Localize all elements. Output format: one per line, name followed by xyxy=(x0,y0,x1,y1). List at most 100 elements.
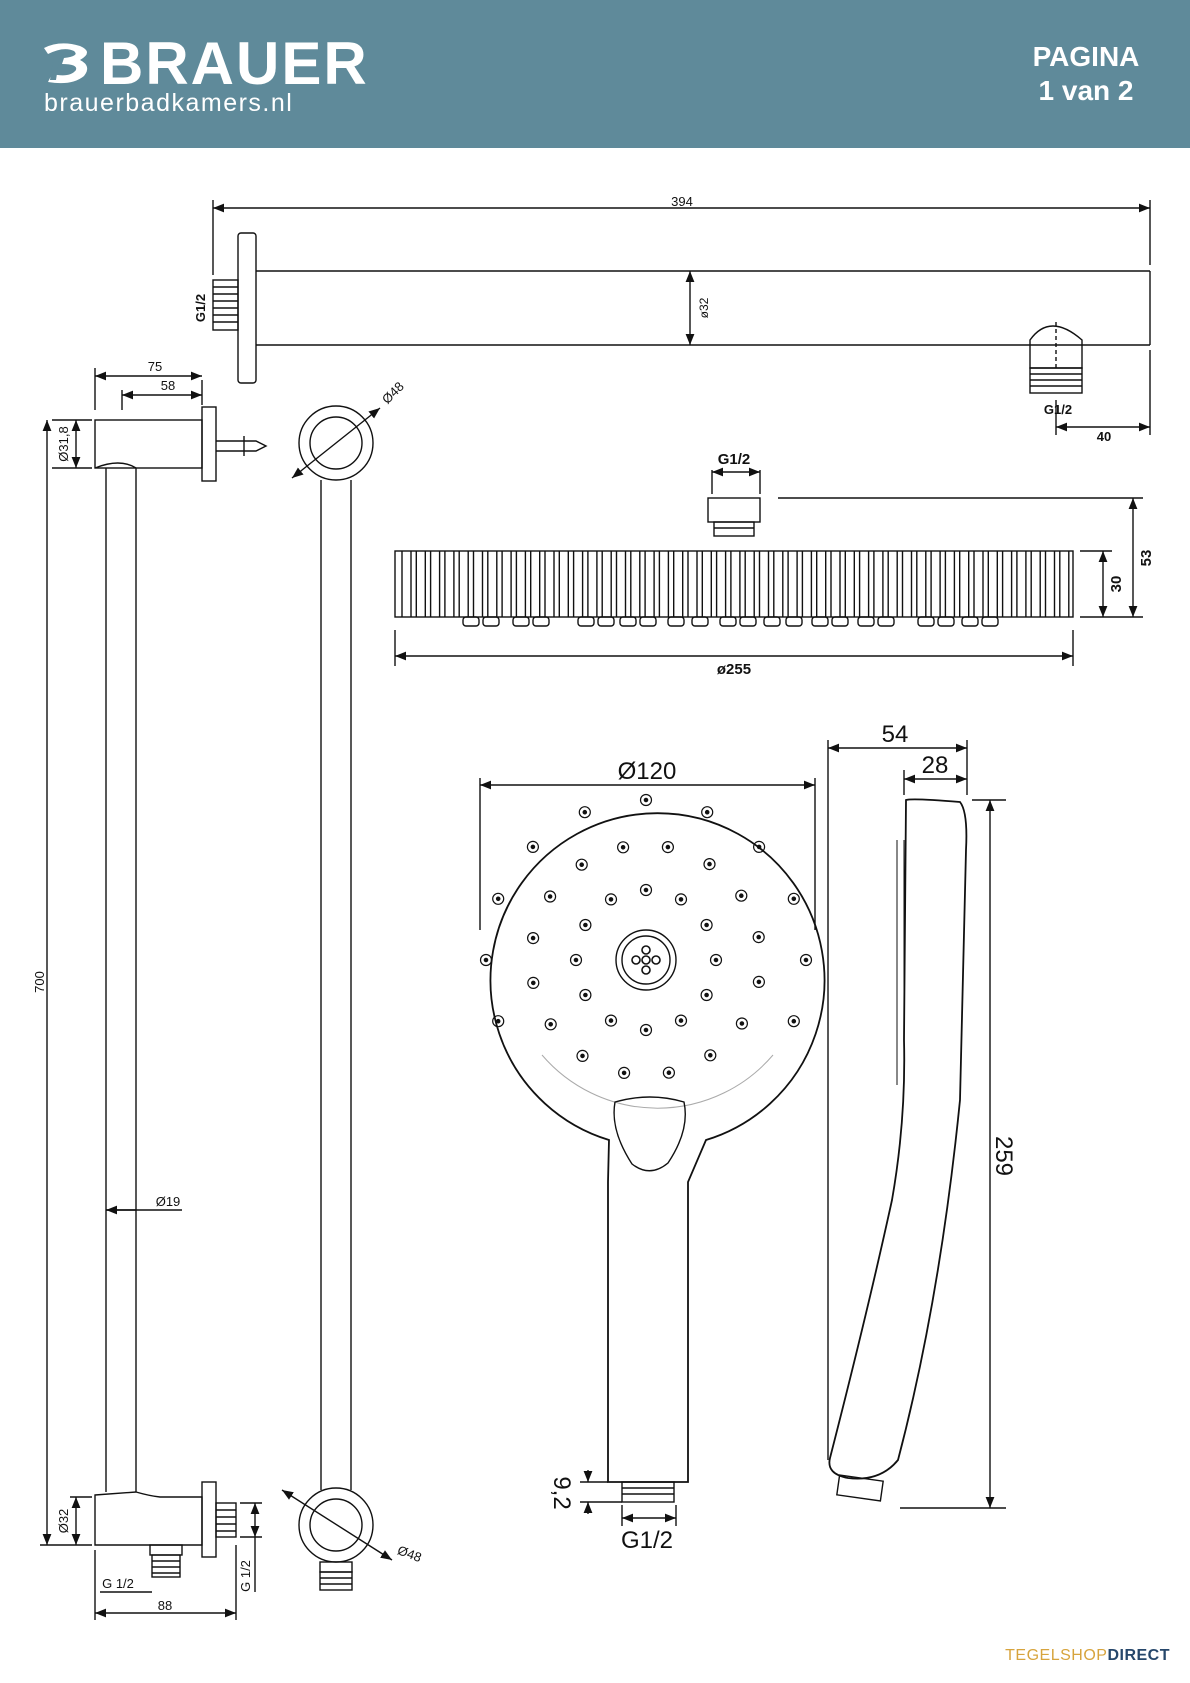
nozzle xyxy=(917,616,935,627)
head-fin xyxy=(959,551,970,617)
head-fin xyxy=(587,551,598,617)
head-fin xyxy=(901,551,913,617)
nozzle xyxy=(831,616,849,627)
head-fin xyxy=(630,551,641,617)
spray-nozzle-center xyxy=(583,922,588,928)
head-fin xyxy=(401,551,412,617)
hand-thread-label: G1/2 xyxy=(621,1527,673,1554)
nozzle xyxy=(482,616,500,627)
head-fin xyxy=(572,551,584,617)
spray-nozzle-center xyxy=(495,1018,501,1024)
hand-depth-inner-label: 28 xyxy=(922,752,949,779)
head-fin xyxy=(1016,551,1027,617)
head-thread-label: G1/2 xyxy=(718,451,751,468)
spray-nozzle xyxy=(701,806,714,819)
head-fin xyxy=(1030,551,1041,617)
bracket-depth-label: 75 xyxy=(148,359,162,374)
spray-nozzle-center xyxy=(666,1070,672,1075)
spray-nozzle xyxy=(604,893,618,906)
tegelshopdirect-logo: TEGELSHOPDIRECT xyxy=(1005,1647,1170,1665)
spray-nozzle-center xyxy=(704,992,709,998)
rail-side-view-drawing xyxy=(281,405,393,1591)
head-fin xyxy=(487,551,498,617)
slide-rail-drawing xyxy=(94,462,137,1492)
center-nozzle xyxy=(631,955,641,965)
brand-name: BRAUER xyxy=(100,30,369,97)
head-fin xyxy=(801,551,813,617)
brand-website: brauerbadkamers.nl xyxy=(44,89,294,117)
hand-shower-front-drawing xyxy=(479,778,826,1526)
head-fin xyxy=(558,551,569,617)
nozzle xyxy=(961,616,979,627)
spray-nozzle xyxy=(639,1023,653,1037)
spray-nozzle-center xyxy=(643,1027,649,1033)
spray-nozzle xyxy=(604,1014,618,1027)
spray-nozzle xyxy=(662,1066,676,1079)
head-fin xyxy=(530,551,541,617)
center-nozzle xyxy=(641,965,651,975)
head-fin xyxy=(444,551,455,617)
hand-diameter-label: Ø120 xyxy=(618,758,677,785)
spray-nozzle-center xyxy=(704,922,709,928)
spray-nozzle-center xyxy=(530,935,536,941)
head-fin xyxy=(429,551,441,617)
spray-nozzle-center xyxy=(643,797,649,803)
head-fin xyxy=(858,551,870,617)
nozzle xyxy=(667,616,685,627)
spray-nozzle xyxy=(543,890,557,903)
spray-nozzle-center xyxy=(791,1018,797,1024)
nozzle xyxy=(462,616,480,627)
head-fin xyxy=(887,551,898,617)
nozzle xyxy=(811,616,829,627)
spray-nozzle-center xyxy=(495,896,501,902)
brauer-logo-icon xyxy=(44,43,88,84)
outlet-offset-label: 40 xyxy=(1097,429,1111,444)
spray-nozzle xyxy=(700,988,713,1002)
spray-nozzle-center xyxy=(643,887,649,893)
spray-nozzle xyxy=(575,858,588,871)
nozzle xyxy=(639,616,657,627)
head-fin xyxy=(873,551,884,617)
spray-nozzle xyxy=(787,892,800,905)
hand-length-label: 259 xyxy=(990,1136,1017,1176)
head-fin xyxy=(930,551,941,617)
page-word: PAGINA xyxy=(1032,41,1140,72)
head-fin xyxy=(615,551,627,617)
spray-nozzle-center xyxy=(665,844,671,850)
center-nozzle xyxy=(641,945,651,955)
nozzle xyxy=(857,616,875,627)
nozzle xyxy=(981,616,999,627)
nozzle xyxy=(512,616,530,627)
arm-thread-label: G1/2 xyxy=(193,294,208,322)
spray-nozzle-center xyxy=(803,957,809,963)
head-fin xyxy=(844,551,855,617)
spray-nozzle xyxy=(526,931,540,945)
spray-nozzle-center xyxy=(579,862,585,868)
spray-nozzle xyxy=(579,918,592,932)
nozzle xyxy=(597,616,615,627)
spray-nozzle-center xyxy=(707,861,712,867)
spray-nozzle xyxy=(752,840,766,854)
head-fin xyxy=(787,551,798,617)
head-fin xyxy=(830,551,841,617)
nozzle xyxy=(739,616,757,627)
spray-nozzle-center xyxy=(573,957,579,963)
spray-nozzle-center xyxy=(678,1018,684,1023)
nozzle xyxy=(763,616,781,627)
bottom-ring-label: Ø48 xyxy=(395,1543,423,1566)
nozzle xyxy=(691,616,709,627)
bottom-thread-label: G 1/2 xyxy=(102,1576,134,1591)
bracket-inner-label: 58 xyxy=(161,378,175,393)
head-fin xyxy=(1044,551,1056,617)
head-fin xyxy=(987,551,998,617)
spray-nozzle-center xyxy=(756,934,762,940)
spray-nozzle-center xyxy=(704,809,710,815)
bottom-diameter-label: Ø32 xyxy=(56,1509,71,1534)
spray-nozzle-center xyxy=(547,894,553,899)
spray-nozzle xyxy=(616,841,630,854)
spray-nozzle-center xyxy=(620,845,626,850)
spray-nozzle-center xyxy=(713,957,719,963)
head-fin xyxy=(744,551,755,617)
spray-nozzle xyxy=(579,988,592,1002)
